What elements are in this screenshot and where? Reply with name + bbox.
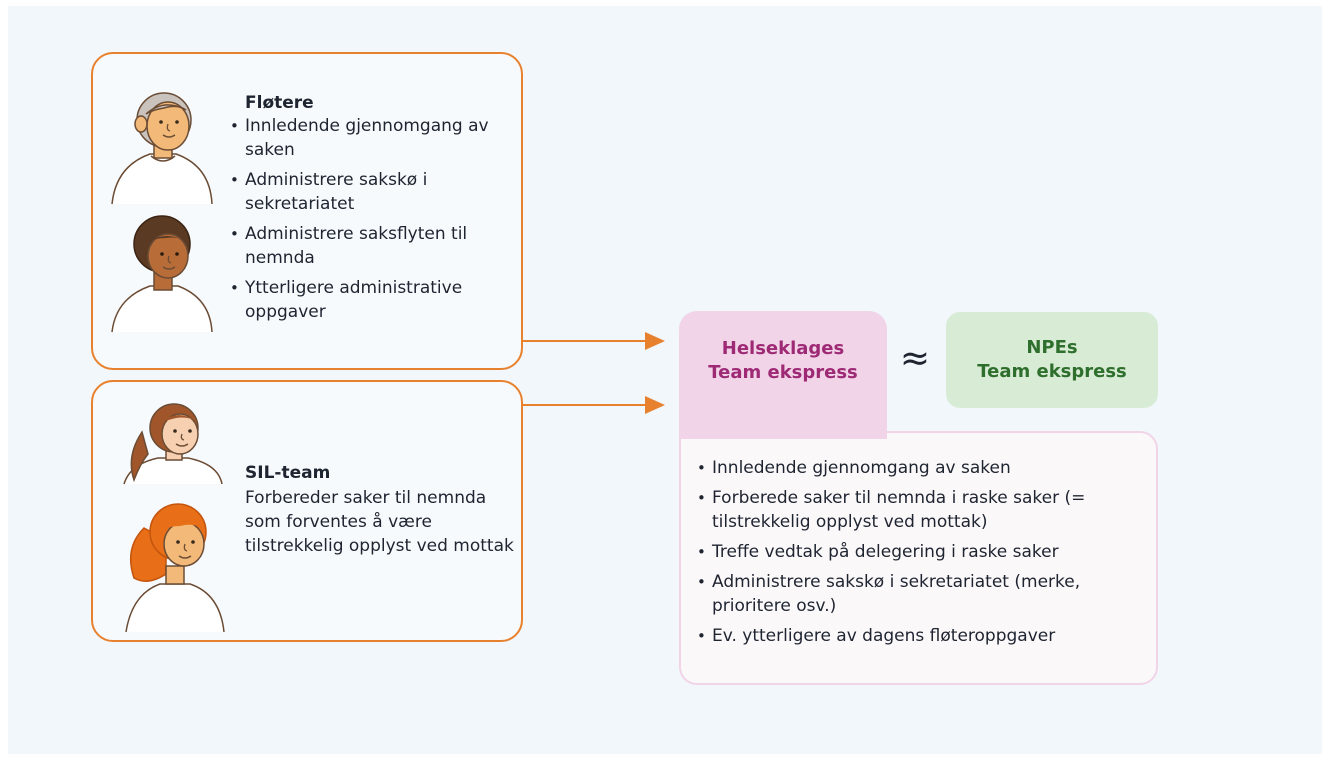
helseklage-task-item: Administrere sakskø i sekretariatet (mer…	[697, 570, 1147, 618]
npe-title-line2: Team ekspress	[977, 361, 1127, 382]
helseklage-team-title: Helseklages Team ekspress	[679, 337, 887, 385]
arrow-flotere-to-helseklage	[523, 332, 665, 350]
flotere-task-list: Innledende gjennomgang av saken Administ…	[230, 114, 515, 330]
sil-team-title: SIL-team	[245, 463, 331, 483]
npe-team-box	[946, 312, 1158, 408]
flotere-task-item: Innledende gjennomgang av saken	[230, 114, 515, 162]
flotere-task-item: Administrere saksflyten til nemnda	[230, 222, 515, 270]
helseklage-task-item: Treffe vedtak på delegering i raske sake…	[697, 540, 1147, 564]
arrow-sil-to-helseklage	[523, 396, 665, 414]
helseklage-team-box	[679, 311, 887, 439]
npe-team-title: NPEs Team ekspress	[946, 336, 1158, 384]
npe-title-line1: NPEs	[1026, 337, 1078, 358]
person-gray-hair-avatar	[111, 92, 213, 205]
person-ponytail-avatar	[123, 403, 223, 485]
flotere-title: Fløtere	[245, 93, 314, 113]
helseklage-title-line2: Team ekspress	[708, 362, 858, 383]
person-red-hair-avatar	[125, 503, 225, 633]
flotere-task-item: Ytterligere administrative oppgaver	[230, 276, 515, 324]
person-curly-hair-avatar	[111, 215, 213, 333]
helseklage-task-item: Innledende gjennomgang av saken	[697, 456, 1147, 480]
helseklage-task-item: Ev. ytterligere av dagens fløteroppgaver	[697, 624, 1147, 648]
helseklage-task-item: Forberede saker til nemnda i raske saker…	[697, 486, 1147, 534]
approximately-equal-symbol: ≈	[899, 338, 931, 379]
sil-team-description: Forbereder saker til nemnda som forvente…	[245, 488, 514, 556]
helseklage-task-list: Innledende gjennomgang av saken Forbered…	[697, 456, 1147, 654]
helseklage-title-line1: Helseklages	[721, 338, 845, 359]
flotere-task-item: Administrere sakskø i sekretariatet	[230, 168, 515, 216]
